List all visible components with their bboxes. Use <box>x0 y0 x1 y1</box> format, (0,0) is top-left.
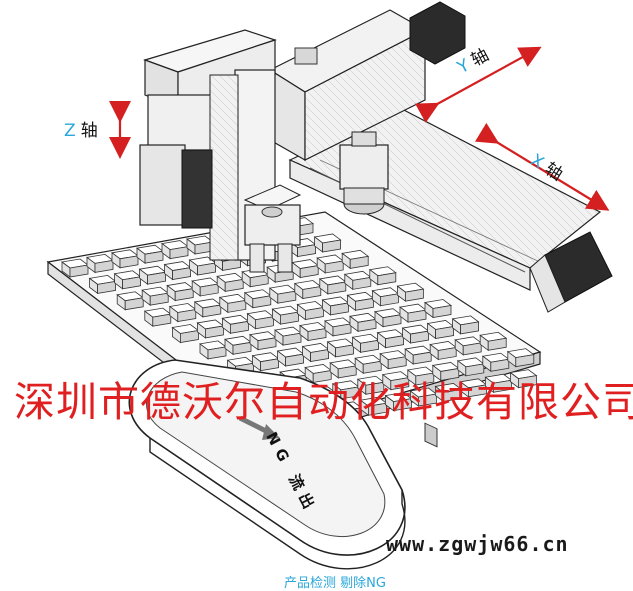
tray-box <box>487 337 507 351</box>
z-axis-label: Z 轴 <box>64 116 98 141</box>
z-letter: Z <box>64 121 76 141</box>
tray-box <box>352 276 372 290</box>
tray-box <box>412 351 432 365</box>
tray-box <box>304 307 324 320</box>
site-url: www.zgwjw66.cn <box>386 532 569 556</box>
tray-box <box>337 365 357 379</box>
tray-box <box>69 264 89 278</box>
tray-box <box>119 255 139 269</box>
tray-box <box>122 276 142 290</box>
tray-box <box>277 290 297 304</box>
tray-box <box>254 316 274 330</box>
tray-box <box>232 341 252 355</box>
y-axis-arrow <box>415 46 542 123</box>
z-axis-text: 轴 <box>80 121 98 141</box>
tray-box <box>335 344 355 358</box>
tray-box <box>224 278 244 292</box>
tray-box <box>172 267 192 281</box>
tray-box <box>407 309 427 323</box>
conveyor-belt <box>128 359 406 570</box>
tray-box <box>515 354 535 368</box>
tray-box <box>465 363 485 377</box>
tray-box <box>179 330 199 343</box>
tray-box <box>97 280 116 294</box>
tray-box <box>249 274 269 288</box>
tray-box <box>417 393 437 407</box>
tray-box <box>202 304 222 318</box>
tray-box <box>177 309 197 323</box>
tray-box <box>518 375 537 389</box>
tray-box <box>404 288 424 302</box>
tray-box <box>229 320 249 334</box>
tray-box <box>169 246 189 260</box>
tray-box <box>340 386 360 400</box>
tray-box <box>307 328 327 341</box>
tray-box <box>377 272 397 286</box>
tray-box <box>442 388 462 402</box>
tray-box <box>302 286 322 300</box>
tray-box <box>460 321 480 335</box>
tray-box <box>324 260 344 274</box>
tray-box <box>260 358 280 372</box>
tray-box <box>329 302 349 316</box>
tray-box <box>297 244 317 258</box>
tray-box <box>204 325 224 339</box>
tray-box <box>152 313 172 327</box>
tray-box <box>462 342 482 356</box>
tray-box <box>299 265 319 279</box>
tray-box <box>379 293 399 307</box>
tray-box <box>327 281 347 295</box>
tray-box <box>367 402 387 416</box>
tray-box <box>174 288 194 302</box>
tray-box <box>149 292 169 306</box>
tray-box <box>365 381 385 395</box>
tray-box <box>357 318 377 332</box>
tray-box <box>94 259 114 273</box>
tray-box <box>252 295 272 309</box>
tray-box <box>349 255 369 269</box>
tray-box <box>387 356 407 370</box>
image-caption: 产品检测 剔除NG <box>284 576 386 591</box>
tray-box <box>199 283 219 297</box>
z-motor-icon <box>181 149 213 229</box>
tray-box <box>435 326 455 339</box>
tray-box <box>382 314 402 328</box>
tray-box <box>310 349 330 362</box>
tray-box <box>197 262 217 276</box>
tray-box <box>279 311 299 325</box>
tray-box <box>385 335 405 349</box>
tray-box <box>282 332 302 346</box>
tray-box <box>147 271 167 285</box>
tray-box <box>312 369 332 383</box>
tray-box <box>360 339 380 353</box>
tray-box <box>144 250 164 264</box>
tray-box <box>467 384 487 398</box>
tray-box <box>285 353 305 367</box>
tray-box <box>207 346 227 360</box>
tray-box <box>492 379 512 393</box>
tray-box <box>410 330 430 344</box>
tray-box <box>354 297 374 311</box>
tray-box <box>490 358 510 372</box>
tray-box <box>390 377 410 391</box>
belt-direction-arrow <box>238 415 270 435</box>
tray-box <box>362 360 382 374</box>
tray-box <box>432 305 452 318</box>
x-axis-arrow <box>474 122 610 211</box>
tray-box <box>392 398 412 412</box>
tray-box <box>332 323 352 337</box>
tray-box <box>124 297 144 311</box>
tray-box <box>437 346 457 360</box>
tray-box <box>415 372 435 386</box>
company-watermark: 深圳市德沃尔自动化科技有限公司 <box>14 378 633 426</box>
camera-sensor <box>339 131 389 215</box>
z-axis-module <box>139 29 302 273</box>
tray-box <box>440 367 460 381</box>
tray-box <box>322 239 342 253</box>
tray-box <box>227 299 247 313</box>
tray-box <box>257 337 277 351</box>
